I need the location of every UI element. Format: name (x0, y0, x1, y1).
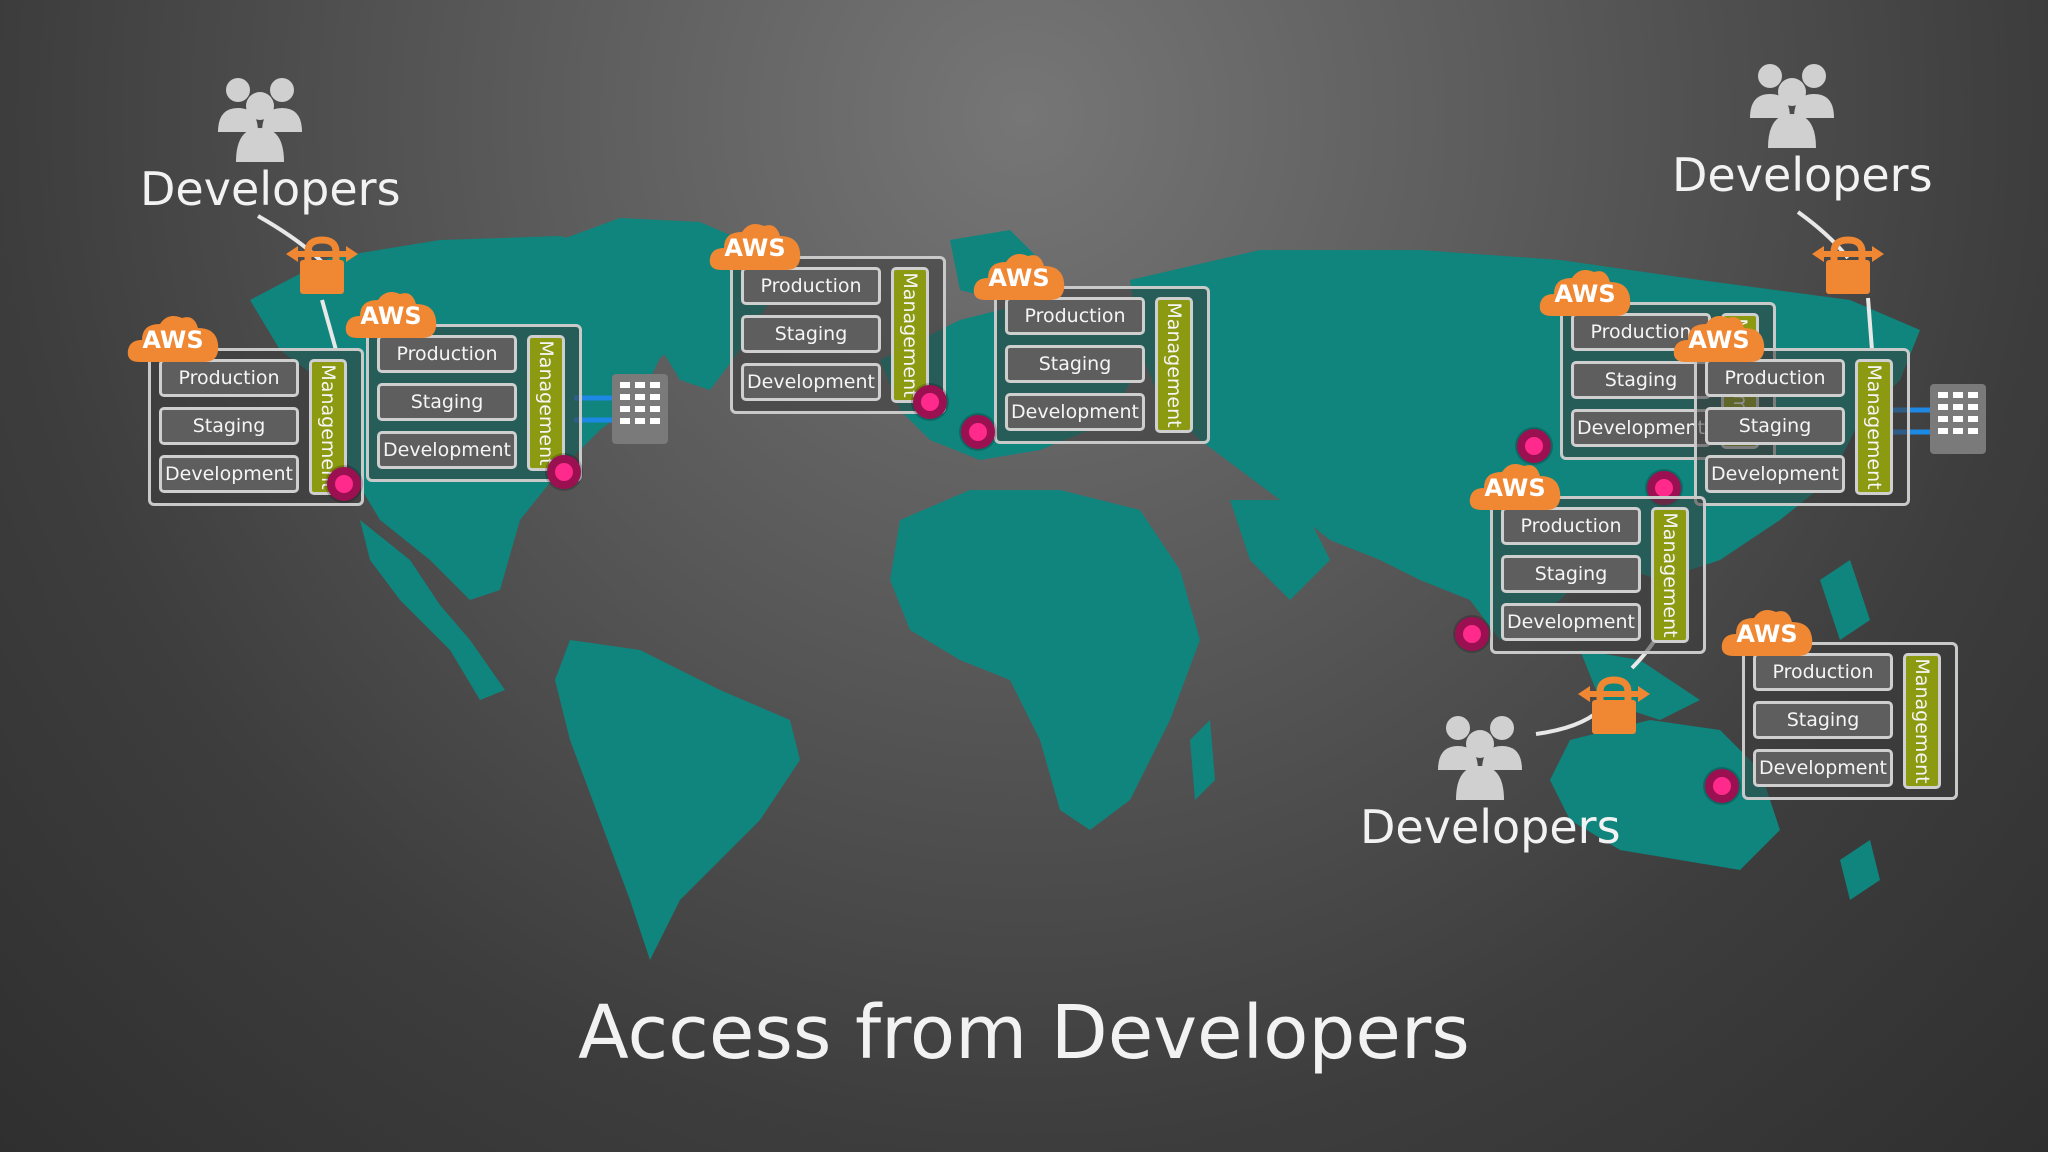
management-vpc: Management (891, 267, 929, 403)
production-env: Production (1753, 653, 1893, 691)
staging-env: Staging (1705, 407, 1845, 445)
developers-group-south: Developers (1360, 710, 1621, 854)
region-dot (913, 385, 947, 419)
developers-group-east: Developers (1672, 58, 1933, 202)
management-vpc: Management (1651, 507, 1689, 643)
development-env: Development (1501, 603, 1641, 641)
production-env: Production (377, 335, 517, 373)
aws-label: AWS (1736, 620, 1798, 648)
aws-cloud-icon: AWS (708, 220, 802, 272)
management-label: Management (1163, 302, 1185, 428)
aws-cloud-icon: AWS (126, 312, 220, 364)
lock-icon (286, 236, 358, 294)
people-icon (1750, 64, 1834, 148)
management-label: Management (535, 340, 557, 466)
production-env: Production (741, 267, 881, 305)
aws-cloud-icon: AWS (344, 288, 438, 340)
development-env: Development (377, 431, 517, 469)
development-env: Development (1005, 393, 1145, 431)
people-icon (1438, 716, 1522, 800)
region-dot (961, 415, 995, 449)
aws-label: AWS (1688, 326, 1750, 354)
staging-env: Staging (1501, 555, 1641, 593)
slide-title: Access from Developers (578, 990, 1470, 1076)
aws-cloud-icon: AWS (1672, 312, 1766, 364)
staging-env: Staging (1571, 361, 1711, 399)
aws-cloud-icon: AWS (1468, 460, 1562, 512)
production-env: Production (159, 359, 299, 397)
region-dot (327, 467, 361, 501)
region-dot (1517, 429, 1551, 463)
staging-env: Staging (159, 407, 299, 445)
development-env: Development (741, 363, 881, 401)
continent-africa (890, 490, 1200, 830)
region-dot (1455, 617, 1489, 651)
region-dot (547, 455, 581, 489)
development-env: Development (1753, 749, 1893, 787)
production-env: Production (1705, 359, 1845, 397)
developers-label: Developers (1360, 800, 1621, 854)
management-vpc: Management (527, 335, 565, 471)
lock-icon (1812, 236, 1884, 294)
continent-australia (1550, 720, 1780, 870)
aws-label: AWS (1484, 474, 1546, 502)
developers-label: Developers (1672, 148, 1933, 202)
management-label: Management (1911, 658, 1933, 784)
management-vpc: Management (1855, 359, 1893, 495)
datacenter-icon (1930, 384, 1986, 454)
development-env: Development (159, 455, 299, 493)
development-env: Development (1571, 409, 1711, 447)
production-env: Production (1501, 507, 1641, 545)
aws-cloud-icon: AWS (1538, 266, 1632, 318)
datacenter-icon (612, 374, 668, 444)
management-label: Management (1659, 512, 1681, 638)
management-vpc: Management (1903, 653, 1941, 789)
development-env: Development (1705, 455, 1845, 493)
developers-label: Developers (140, 162, 401, 216)
region-dot (1705, 769, 1739, 803)
people-icon (218, 78, 302, 162)
aws-label: AWS (724, 234, 786, 262)
aws-label: AWS (142, 326, 204, 354)
aws-label: AWS (988, 264, 1050, 292)
staging-env: Staging (377, 383, 517, 421)
aws-label: AWS (1554, 280, 1616, 308)
management-label: Management (899, 272, 921, 398)
aws-cloud-icon: AWS (1720, 606, 1814, 658)
staging-env: Staging (1753, 701, 1893, 739)
staging-env: Staging (741, 315, 881, 353)
management-vpc: Management (1155, 297, 1193, 433)
developers-group-west: Developers (140, 72, 401, 216)
aws-label: AWS (360, 302, 422, 330)
management-vpc: Management (309, 359, 347, 495)
lock-icon (1578, 676, 1650, 734)
aws-cloud-icon: AWS (972, 250, 1066, 302)
production-env: Production (1005, 297, 1145, 335)
continent-south-america (555, 640, 800, 960)
staging-env: Staging (1005, 345, 1145, 383)
management-label: Management (1863, 364, 1885, 490)
